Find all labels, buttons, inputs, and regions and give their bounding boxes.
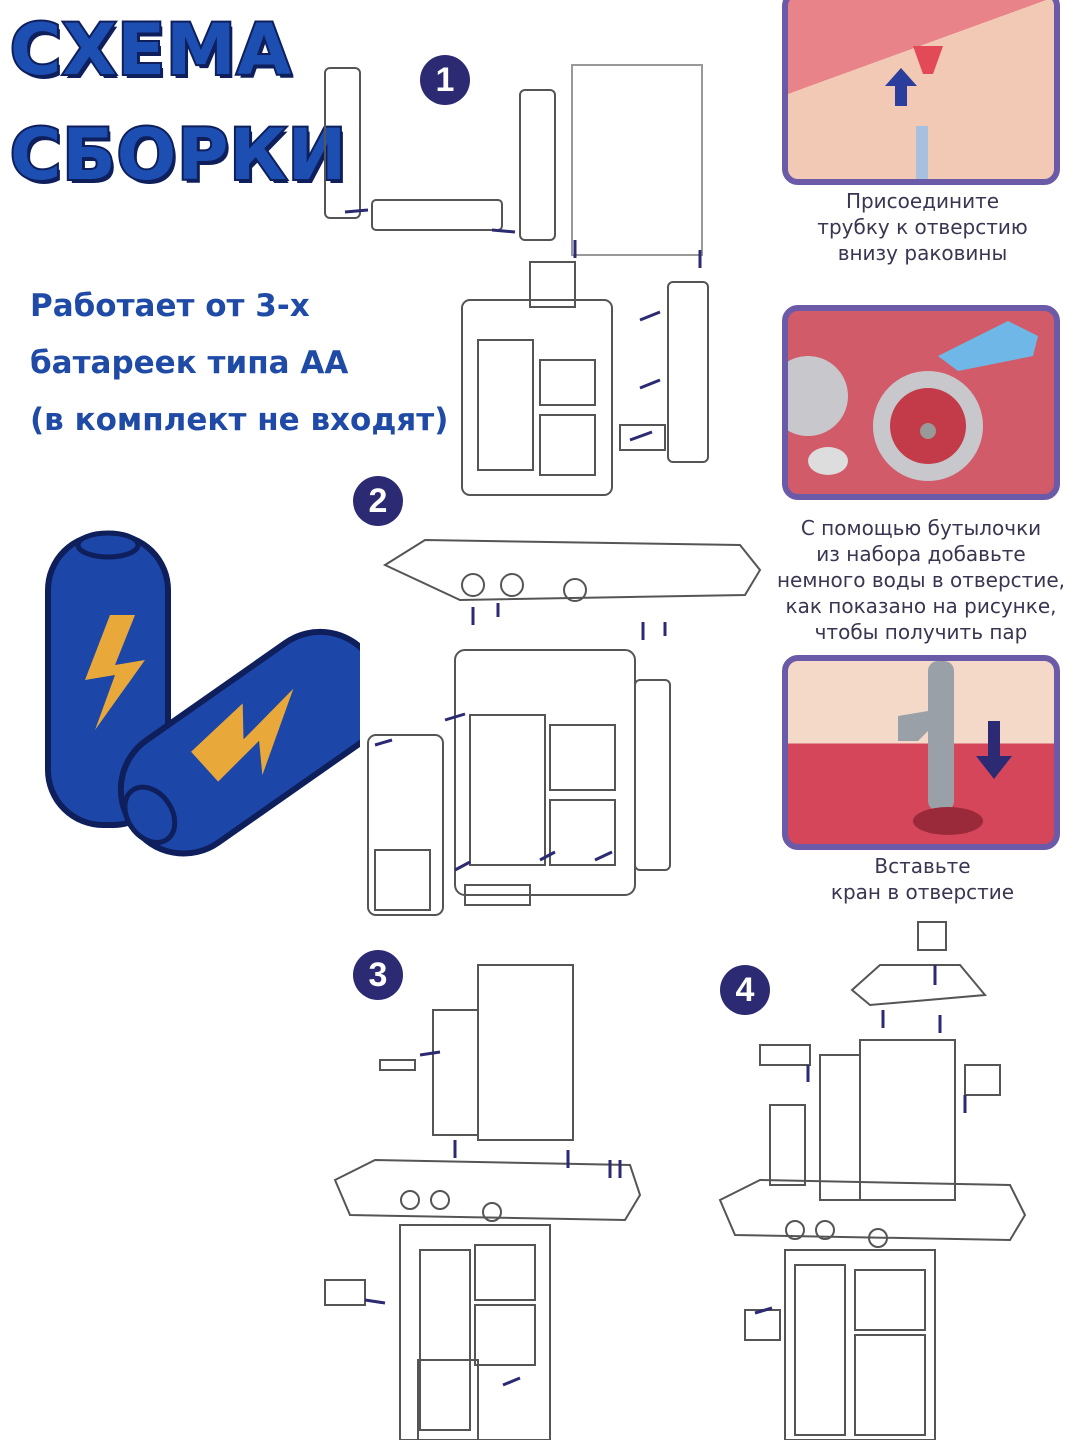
caption-line: немного воды в отверстие,	[776, 568, 1065, 592]
caption-line: Вставьте	[874, 854, 971, 878]
step-number-4: 4	[720, 965, 770, 1015]
caption-line: внизу раковины	[837, 241, 1008, 265]
step-number-3: 3	[353, 950, 403, 1000]
tube-arrow-icon	[885, 46, 943, 179]
arrow-icons	[344, 208, 967, 1387]
photo-steam-bottle	[782, 305, 1060, 500]
title-line-1: СХЕМА	[8, 9, 293, 91]
caption-line: кран в отверстие	[830, 880, 1015, 904]
step-1-diagram	[324, 64, 709, 496]
caption-line: как показано на рисунке,	[785, 594, 1057, 618]
battery-icon	[117, 628, 360, 857]
caption-line: трубку к отверстию	[817, 215, 1028, 239]
battery-note: Работает от 3-х батареек типа АА (в комп…	[30, 278, 448, 449]
tip-caption-2: С помощью бутылочки из набора добавьте н…	[762, 515, 1080, 645]
step-4-diagram	[718, 921, 1027, 1440]
tip-caption-1: Присоедините трубку к отверстию внизу ра…	[785, 188, 1060, 266]
tip-caption-3: Вставьте кран в отверстие	[785, 853, 1060, 905]
photo-sink-tube	[782, 0, 1060, 185]
title-line-2: СБОРКИ	[8, 114, 348, 196]
batteries-illustration	[45, 530, 360, 857]
caption-line: С помощью бутылочки	[800, 516, 1042, 540]
step-3-diagram	[324, 964, 642, 1440]
battery-note-line: Работает от 3-х	[30, 288, 310, 324]
step-number-2: 2	[353, 476, 403, 526]
caption-line: Присоедините	[845, 189, 1000, 213]
photo-faucet	[782, 655, 1060, 850]
faucet-arrow-icon	[898, 661, 1012, 835]
step-number-1: 1	[420, 55, 470, 105]
stove-burner-icon	[788, 321, 1038, 481]
battery-note-line: (в комплект не входят)	[30, 402, 449, 438]
step-2-diagram	[367, 538, 762, 916]
battery-note-line: батареек типа АА	[30, 345, 349, 381]
caption-line: из набора добавьте	[816, 542, 1026, 566]
caption-line: чтобы получить пар	[814, 620, 1028, 644]
